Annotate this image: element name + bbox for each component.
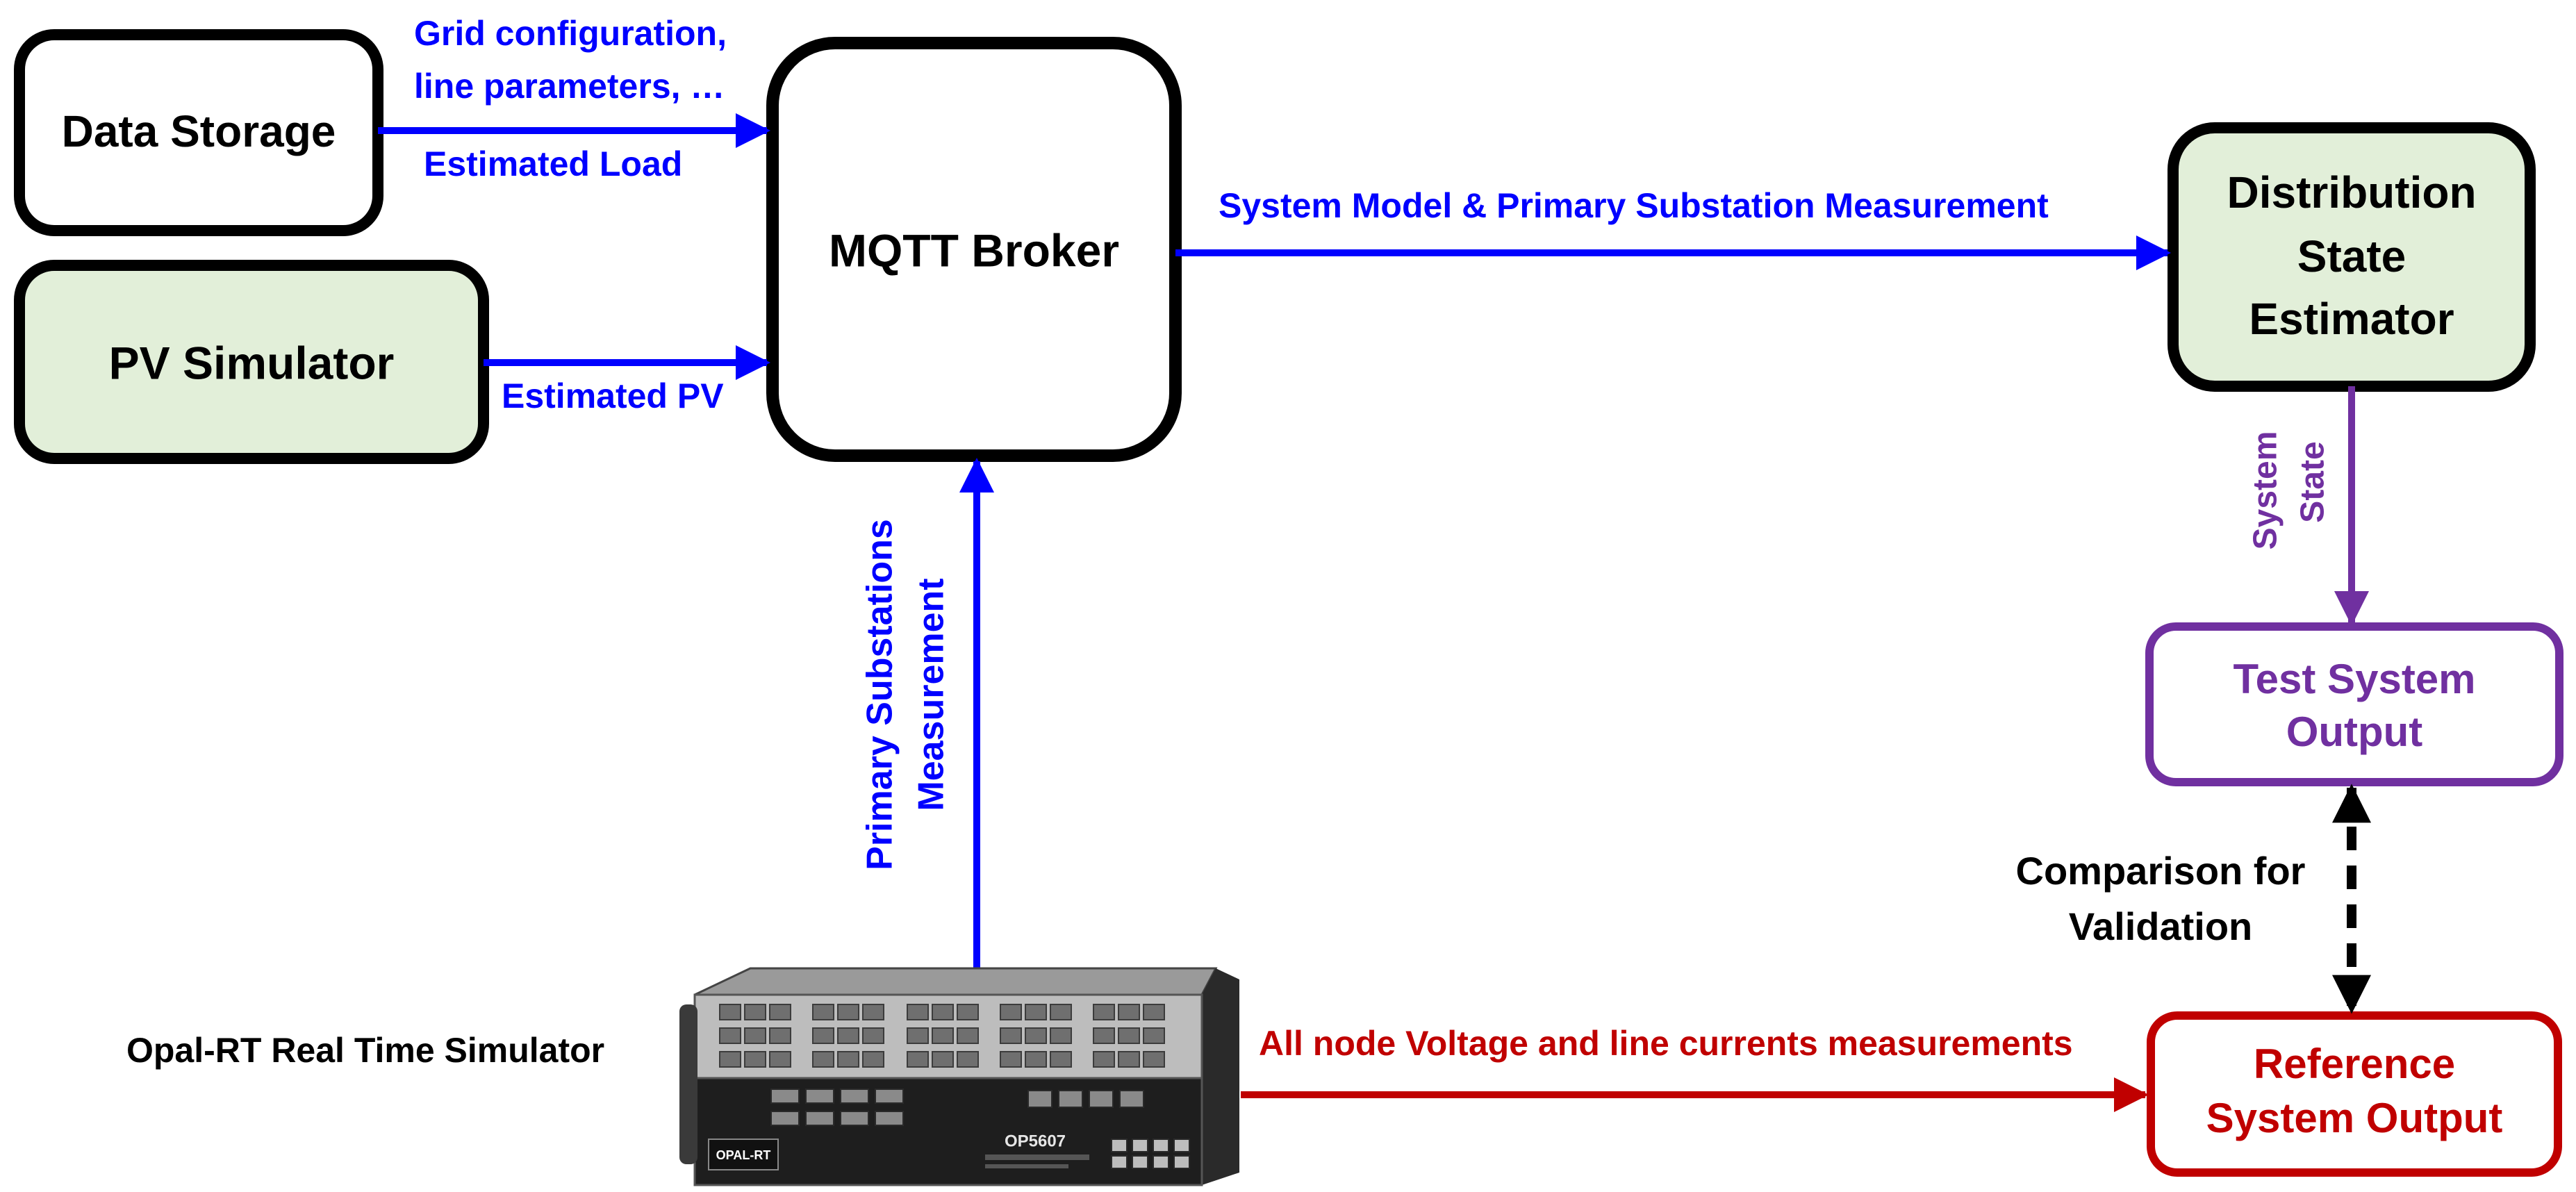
label-system: System: [2247, 431, 2284, 550]
pv-simulator-node: PV Simulator: [14, 260, 489, 464]
reference-output-label-line2: System Output: [2206, 1095, 2503, 1141]
test-system-output-node: Test System Output: [2145, 622, 2563, 786]
dse-label-line3: Estimator: [2249, 294, 2454, 344]
label-all-node-measurements: All node Voltage and line currents measu…: [1259, 1024, 2073, 1063]
opal-rt-device-image: OPAL-RT OP5607: [679, 967, 1239, 1186]
test-output-label-line1: Test System: [2233, 656, 2475, 702]
label-comparison-for: Comparison for: [2016, 849, 2306, 893]
label-grid-configuration: Grid configuration,: [414, 14, 727, 53]
test-output-label-line2: Output: [2286, 709, 2423, 755]
device-model-text: OP5607: [1005, 1132, 1066, 1150]
label-state: State: [2295, 441, 2331, 522]
label-opal-rt-simulator: Opal-RT Real Time Simulator: [126, 1031, 604, 1070]
pv-simulator-label: PV Simulator: [109, 337, 395, 388]
mqtt-broker-label: MQTT Broker: [829, 224, 1119, 276]
dse-label-line2: State: [2297, 231, 2406, 281]
label-primary-substations-measurement: Measurement: [911, 578, 952, 811]
test-system-output-box: [2145, 622, 2563, 786]
dse-label-line1: Distribution: [2227, 167, 2476, 217]
data-storage-node: Data Storage: [14, 29, 383, 236]
mqtt-broker-node: MQTT Broker: [766, 37, 1182, 462]
reference-output-label-line1: Reference: [2254, 1041, 2455, 1087]
label-primary-substations: Primary Substations: [860, 519, 900, 870]
distribution-state-estimator-node: Distribution State Estimator: [2168, 122, 2536, 392]
device-brand-text: OPAL-RT: [716, 1148, 771, 1162]
reference-system-output-node: Reference System Output: [2147, 1011, 2562, 1177]
label-line-parameters: line parameters, …: [414, 67, 725, 106]
reference-system-output-box: [2147, 1011, 2562, 1177]
label-estimated-pv: Estimated PV: [502, 376, 724, 415]
label-system-model: System Model & Primary Substation Measur…: [1219, 186, 2049, 225]
label-validation: Validation: [2069, 904, 2253, 948]
data-storage-label: Data Storage: [62, 106, 336, 156]
label-estimated-load: Estimated Load: [424, 144, 682, 183]
